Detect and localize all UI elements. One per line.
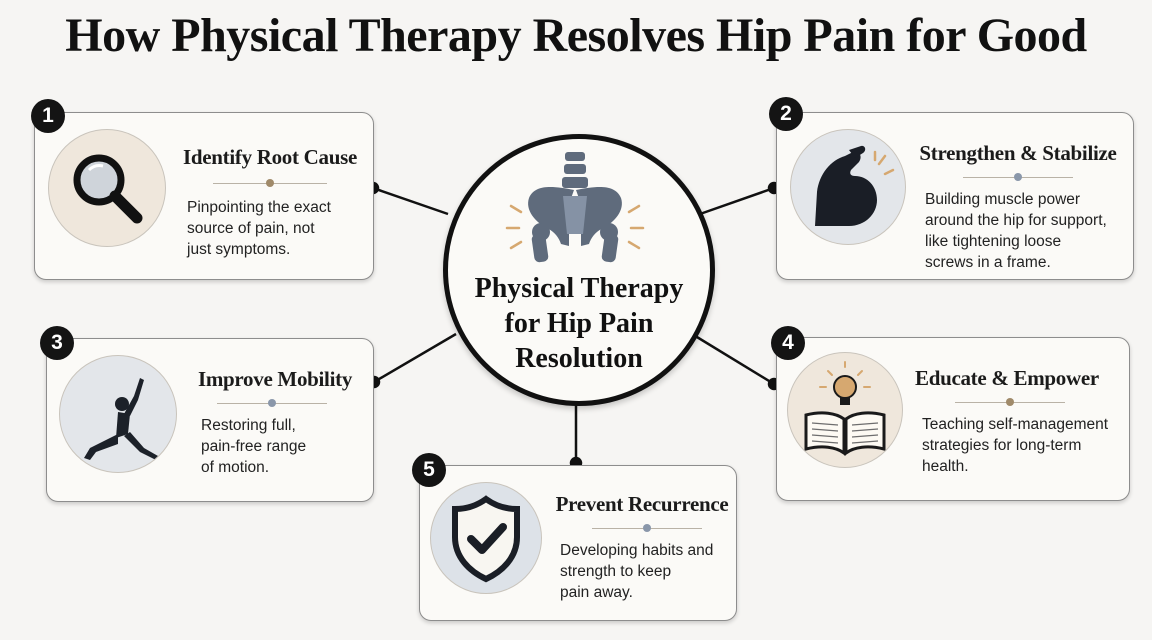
divider-dot-5 bbox=[643, 524, 651, 532]
book-lightbulb-icon bbox=[804, 361, 886, 456]
card-divider-1 bbox=[213, 179, 327, 187]
card-desc-4-line-2: strategies for long-term bbox=[922, 437, 1082, 454]
card-divider-2 bbox=[963, 173, 1073, 181]
card-desc-3-line-3: of motion. bbox=[201, 459, 270, 476]
flexed-arm-icon bbox=[815, 145, 895, 226]
card-desc-3-line-2: pain-free range bbox=[201, 438, 307, 455]
connector-1 bbox=[372, 186, 449, 216]
card-desc-4-line-1: Teaching self-management bbox=[922, 416, 1109, 433]
card-divider-3 bbox=[217, 399, 327, 407]
card-divider-4 bbox=[955, 398, 1065, 406]
step-card-prevent-recurrence: Prevent Recurrence Developing habits and… bbox=[419, 465, 737, 621]
card-desc-1-line-1: Pinpointing the exact bbox=[187, 199, 331, 216]
card-desc-5-line-3: pain away. bbox=[560, 584, 633, 601]
card-title-2: Strengthen & Stabilize bbox=[919, 141, 1117, 165]
card-desc-2-line-1: Building muscle power bbox=[925, 191, 1081, 208]
card-desc-2-line-2: around the hip for support, bbox=[925, 212, 1107, 229]
divider-dot-3 bbox=[268, 399, 276, 407]
card-title-1: Identify Root Cause bbox=[183, 145, 357, 169]
step-badge-4: 4 bbox=[771, 326, 805, 360]
divider-dot-1 bbox=[266, 179, 274, 187]
card-desc-3: Restoring full, pain-free range of motio… bbox=[201, 415, 369, 478]
icon-circle-3 bbox=[59, 355, 177, 473]
pelvis-icon bbox=[505, 152, 645, 263]
step-badge-1: 1 bbox=[31, 99, 65, 133]
step-card-identify-root-cause: Identify Root Cause Pinpointing the exac… bbox=[34, 112, 374, 280]
connector-4 bbox=[691, 332, 775, 386]
shield-check-icon bbox=[452, 495, 520, 583]
card-desc-1-line-2: source of pain, not bbox=[187, 220, 315, 237]
card-desc-2-line-4: screws in a frame. bbox=[925, 254, 1051, 271]
connector-3 bbox=[373, 332, 457, 384]
center-label-line-3: Resolution bbox=[515, 343, 643, 374]
card-title-3: Improve Mobility bbox=[197, 367, 353, 391]
card-desc-1-line-3: just symptoms. bbox=[187, 241, 291, 258]
card-desc-1: Pinpointing the exact source of pain, no… bbox=[187, 197, 365, 260]
icon-circle-1 bbox=[48, 129, 166, 247]
step-card-educate-empower: Educate & Empower Teaching self-manageme… bbox=[776, 337, 1130, 501]
step-badge-3: 3 bbox=[40, 326, 74, 360]
card-desc-3-line-1: Restoring full, bbox=[201, 417, 296, 434]
stretching-person-icon bbox=[84, 378, 158, 460]
center-label: Physical Therapy for Hip Pain Resolution bbox=[468, 271, 690, 376]
step-card-improve-mobility: Improve Mobility Restoring full, pain-fr… bbox=[46, 338, 374, 502]
step-badge-2: 2 bbox=[769, 97, 803, 131]
divider-dot-4 bbox=[1006, 398, 1014, 406]
card-desc-2-line-3: like tightening loose bbox=[925, 233, 1062, 250]
step-card-strengthen-stabilize: Strengthen & Stabilize Building muscle p… bbox=[776, 112, 1134, 280]
card-desc-4: Teaching self-management strategies for … bbox=[922, 414, 1126, 477]
card-divider-5 bbox=[592, 524, 702, 532]
icon-circle-2 bbox=[790, 129, 906, 245]
card-title-4: Educate & Empower bbox=[915, 366, 1099, 390]
card-desc-2: Building muscle power around the hip for… bbox=[925, 189, 1129, 273]
center-hub: Physical Therapy for Hip Pain Resolution bbox=[443, 134, 715, 406]
card-desc-4-line-3: health. bbox=[922, 458, 969, 475]
card-desc-5: Developing habits and strength to keep p… bbox=[560, 540, 732, 603]
card-desc-5-line-1: Developing habits and bbox=[560, 542, 714, 559]
center-label-line-2: for Hip Pain bbox=[504, 308, 654, 339]
center-label-line-1: Physical Therapy bbox=[474, 273, 684, 304]
infographic-title: How Physical Therapy Resolves Hip Pain f… bbox=[65, 9, 1087, 62]
icon-circle-4 bbox=[787, 352, 903, 468]
divider-dot-2 bbox=[1014, 173, 1022, 181]
icon-circle-5 bbox=[430, 482, 542, 594]
step-badge-5: 5 bbox=[412, 453, 446, 487]
card-title-5: Prevent Recurrence bbox=[555, 492, 729, 516]
connector-2 bbox=[699, 186, 775, 216]
card-desc-5-line-2: strength to keep bbox=[560, 563, 672, 580]
magnifying-glass-icon bbox=[73, 154, 143, 224]
